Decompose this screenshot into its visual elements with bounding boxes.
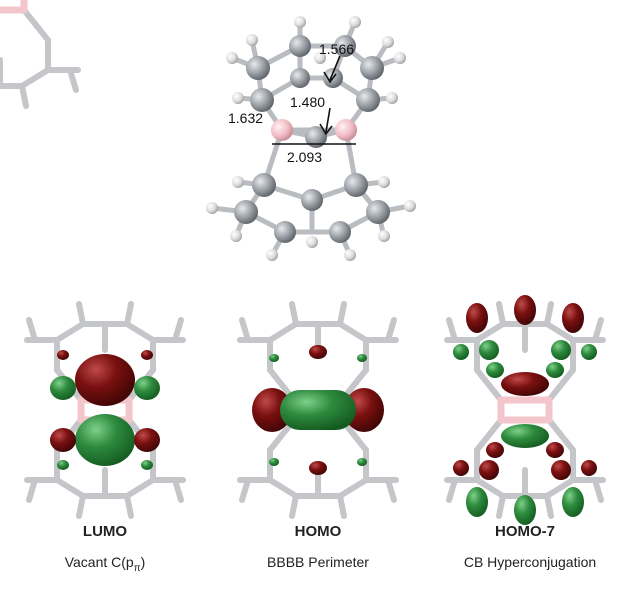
orbital-lobe-positive (280, 390, 356, 430)
orbital-lobe-negative (50, 428, 76, 452)
bond-length-label: 1.566 (319, 41, 354, 57)
orbital-lobe-negative (479, 460, 499, 480)
orbital-lobe-negative (546, 442, 564, 458)
orbital-lobe-positive (546, 362, 564, 378)
orbital-name-homo-7: HOMO-7 (495, 523, 555, 540)
orbital-lobe-negative (309, 461, 327, 475)
orbital-lobe-positive (562, 487, 584, 517)
orbital-lobe-negative (75, 354, 135, 406)
orbital-lobe-positive (357, 458, 367, 466)
orbital-lobe-positive (514, 495, 536, 525)
orbital-lobe-positive (357, 354, 367, 362)
boron-atoms (271, 119, 357, 141)
lumo-orbital (27, 304, 183, 516)
orbital-lobe-positive (501, 424, 549, 448)
orbital-lobe-negative (581, 460, 597, 476)
orbital-desc-homo-7: CB Hyperconjugation (463, 554, 597, 570)
orbital-lobe-negative (453, 460, 469, 476)
orbital-lobe-positive (75, 414, 135, 466)
homo-orbital (240, 304, 396, 516)
orbital-lobe-negative (466, 303, 488, 333)
orbital-lobe-negative (551, 460, 571, 480)
molecule-structure: 1.566 1.480 1.632 2.093 (206, 16, 416, 261)
orbital-lobe-negative (344, 388, 384, 432)
orbital-lobe-positive (141, 460, 153, 470)
orbital-lobe-positive (269, 458, 279, 466)
carbon-atoms (234, 35, 390, 243)
arrow-icon (319, 107, 333, 136)
arrow-icon (323, 55, 341, 84)
orbital-lobe-negative (486, 442, 504, 458)
orbital-lobe-positive (269, 354, 279, 362)
orbital-lobe-positive (57, 460, 69, 470)
bond-length-label: 1.632 (228, 110, 263, 126)
orbital-lobe-positive (551, 340, 571, 360)
orbital-name-homo: HOMO (294, 523, 342, 540)
orbital-lobe-positive (50, 376, 76, 400)
bond-length-label: 2.093 (287, 149, 322, 165)
orbital-lobe-negative (501, 372, 549, 396)
hydrogen-atoms (206, 16, 416, 261)
orbital-lobe-negative (141, 350, 153, 360)
orbital-lobe-positive (134, 376, 160, 400)
homo-7-orbital (447, 295, 603, 525)
bond-length-label: 1.480 (290, 94, 325, 110)
orbital-lobe-negative (309, 345, 327, 359)
orbital-lobe-positive (479, 340, 499, 360)
orbital-lobe-negative (134, 428, 160, 452)
orbital-lobe-positive (486, 362, 504, 378)
orbital-desc-homo: BBBB Perimeter (267, 554, 369, 570)
orbital-lobe-negative (252, 388, 292, 432)
orbital-name-lumo: LUMO (82, 523, 128, 540)
orbital-lobe-positive (466, 487, 488, 517)
orbital-lobe-negative (57, 350, 69, 360)
cage-wireframe (0, 0, 81, 109)
orbital-lobe-positive (581, 344, 597, 360)
orbital-lobe-negative (514, 295, 536, 325)
orbital-lobe-positive (453, 344, 469, 360)
orbital-desc-lumo: Vacant C(pπ) (64, 554, 146, 574)
orbital-lobe-negative (562, 303, 584, 333)
